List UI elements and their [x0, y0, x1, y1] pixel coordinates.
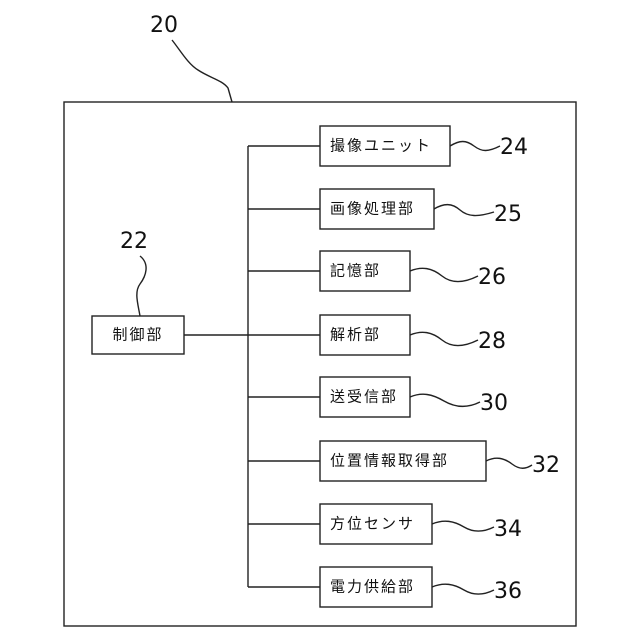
unit-ref-24: 24 — [500, 135, 528, 160]
unit-label-25: 画像処理部 — [330, 200, 415, 218]
system-frame — [64, 102, 576, 626]
unit-ref-25: 25 — [494, 202, 522, 227]
unit-label-24: 撮像ユニット — [330, 137, 432, 155]
unit-ref-26: 26 — [478, 265, 506, 290]
unit-label-26: 記憶部 — [330, 262, 381, 280]
controller-label: 制御部 — [112, 326, 163, 344]
unit-ref-34: 34 — [494, 517, 522, 542]
system-ref-label: 20 — [150, 13, 178, 38]
unit-label-32: 位置情報取得部 — [330, 452, 449, 470]
unit-ref-28: 28 — [478, 329, 506, 354]
unit-label-36: 電力供給部 — [330, 578, 415, 596]
system-leader-line — [172, 40, 232, 102]
unit-label-34: 方位センサ — [330, 515, 415, 533]
controller-ref-label: 22 — [120, 229, 148, 254]
unit-ref-36: 36 — [494, 579, 522, 604]
unit-ref-32: 32 — [532, 453, 560, 478]
unit-ref-30: 30 — [480, 391, 508, 416]
unit-label-30: 送受信部 — [330, 388, 398, 406]
unit-label-28: 解析部 — [330, 326, 381, 344]
